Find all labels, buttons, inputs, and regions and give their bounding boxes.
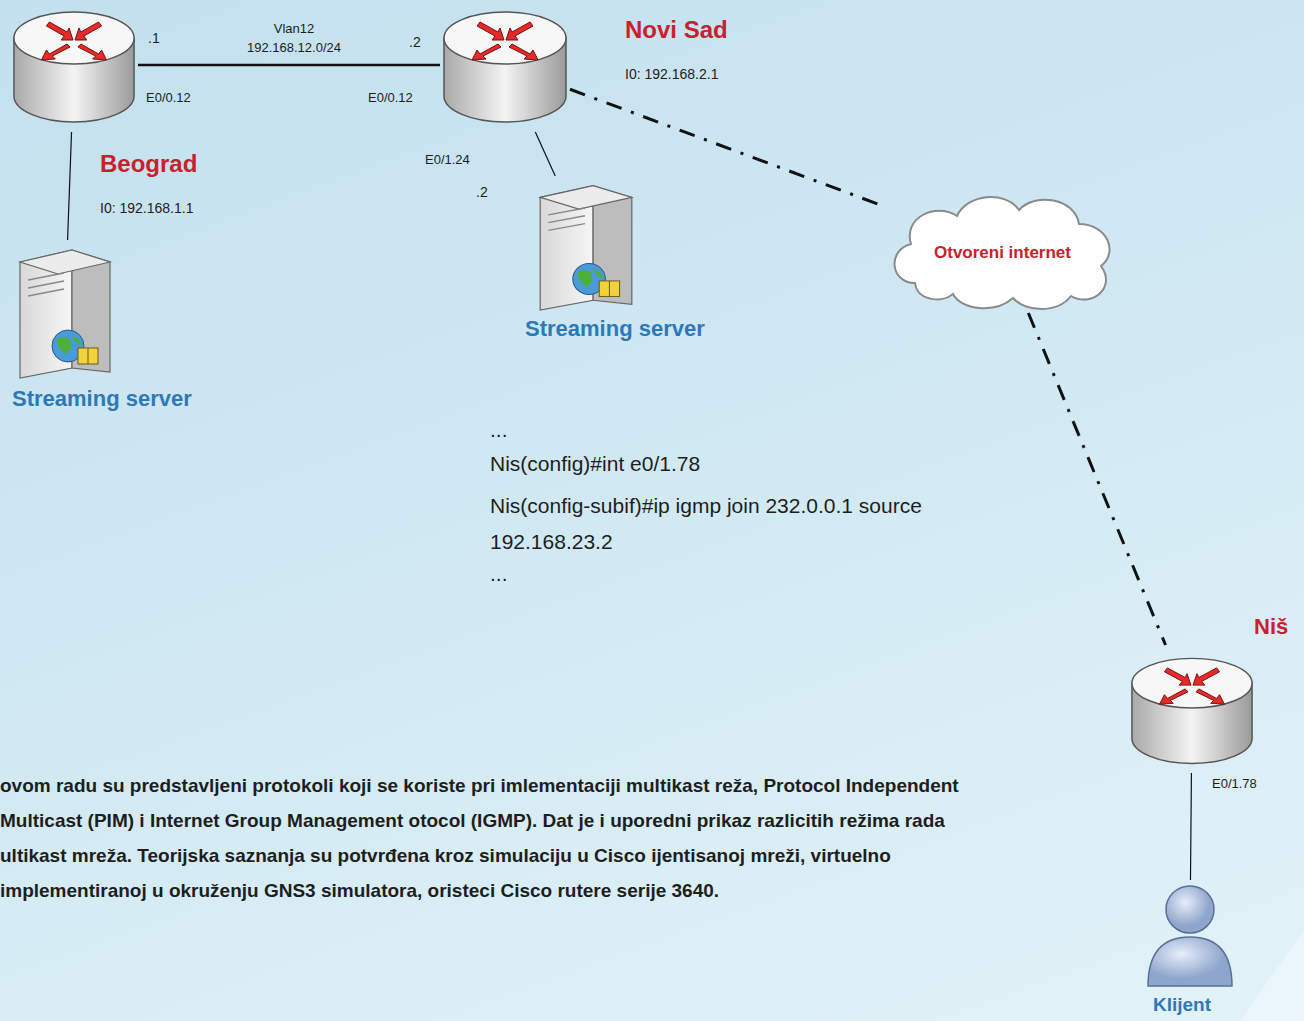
network-link bbox=[1190, 773, 1192, 880]
cli-command: Nis(config)#int e0/1.78 bbox=[490, 452, 700, 476]
internet-link bbox=[570, 89, 885, 206]
network-link bbox=[68, 132, 72, 240]
server-name: Streaming server bbox=[525, 316, 705, 342]
router-icon bbox=[10, 0, 138, 132]
server-node: Streaming server bbox=[10, 240, 120, 380]
router-name: Novi Sad bbox=[625, 16, 728, 44]
cli-command: Nis(config-subif)#ip igmp join 232.0.0.1… bbox=[490, 488, 980, 560]
router-icon bbox=[1128, 645, 1256, 773]
link-line bbox=[68, 132, 72, 240]
cloud-node: Otvoreni internet bbox=[885, 188, 1120, 313]
link-line bbox=[535, 132, 555, 176]
interface-name: E0/0.12 bbox=[146, 90, 191, 105]
router-name: Beograd bbox=[100, 150, 197, 178]
loopback-address: I0: 192.168.1.1 bbox=[100, 200, 193, 216]
link-line bbox=[138, 64, 440, 67]
router-icon bbox=[440, 0, 570, 132]
link-line bbox=[1190, 773, 1192, 880]
server-icon bbox=[10, 240, 120, 380]
corner-accent bbox=[1240, 930, 1304, 1021]
loopback-address: I0: 192.168.2.1 bbox=[625, 66, 718, 82]
cli-ellipsis: ... bbox=[490, 418, 508, 442]
internet-link bbox=[1028, 313, 1165, 645]
ip-host-suffix: .2 bbox=[409, 34, 421, 50]
server-icon bbox=[530, 176, 642, 312]
link-line bbox=[570, 89, 885, 206]
client-node: Klijent bbox=[1140, 880, 1240, 988]
abstract-paragraph: ovom radu su predstavljeni protokoli koj… bbox=[0, 768, 990, 908]
interface-name: E0/1.24 bbox=[425, 152, 470, 167]
router-name: Niš bbox=[1254, 614, 1288, 640]
router-node: BeogradI0: 192.168.1.1 bbox=[10, 0, 138, 132]
link-line bbox=[1028, 313, 1165, 645]
router-node: Niš bbox=[1128, 645, 1256, 773]
server-node: Streaming server bbox=[530, 176, 642, 312]
client-name: Klijent bbox=[1153, 994, 1211, 1016]
link-label: Vlan12 192.168.12.0/24 bbox=[234, 19, 354, 57]
ip-host-suffix: .1 bbox=[148, 30, 160, 46]
interface-name: E0/1.78 bbox=[1212, 776, 1257, 791]
interface-name: E0/0.12 bbox=[368, 90, 413, 105]
network-link bbox=[138, 65, 440, 66]
ip-host-suffix: .2 bbox=[476, 184, 488, 200]
router-node: Novi SadI0: 192.168.2.1 bbox=[440, 0, 570, 132]
cli-ellipsis: ... bbox=[490, 562, 508, 586]
cloud-name: Otvoreni internet bbox=[934, 243, 1071, 263]
network-link bbox=[535, 132, 555, 176]
server-name: Streaming server bbox=[12, 386, 192, 412]
client-person-icon bbox=[1140, 880, 1240, 988]
